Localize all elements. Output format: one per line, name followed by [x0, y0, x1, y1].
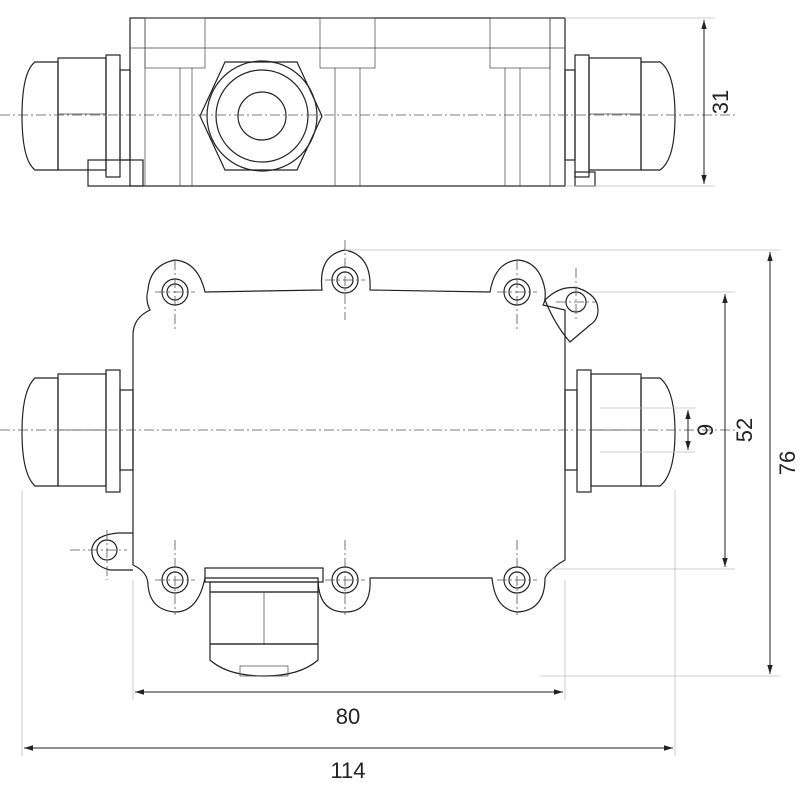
mount-spacing-label: 52: [732, 418, 757, 442]
body-length-dimension: 80: [135, 689, 563, 729]
bottom-cable-gland-top: [204, 567, 324, 677]
height-dimension-label: 31: [708, 90, 733, 114]
height-dimension: 31: [565, 17, 733, 187]
offset-label: 9: [693, 424, 718, 436]
overall-length-dimension: 114: [24, 745, 673, 783]
right-cable-gland-side: [564, 54, 676, 187]
overall-length-label: 114: [330, 758, 365, 783]
left-cable-gland-side: [21, 54, 144, 187]
overall-width-label: 76: [775, 451, 800, 475]
side-view: 31: [0, 17, 735, 187]
body-length-label: 80: [336, 704, 360, 729]
top-view: 76 52 9 80 114: [0, 240, 800, 783]
overall-width-dimension: 76: [767, 252, 800, 674]
left-cable-gland-top: [21, 369, 134, 493]
right-cable-gland-top: [564, 369, 676, 493]
box-body-outline: [132, 249, 566, 613]
top-gland-nut: [199, 60, 323, 172]
offset-dimension: 9: [685, 410, 718, 450]
mount-spacing-dimension: 52: [722, 294, 757, 567]
